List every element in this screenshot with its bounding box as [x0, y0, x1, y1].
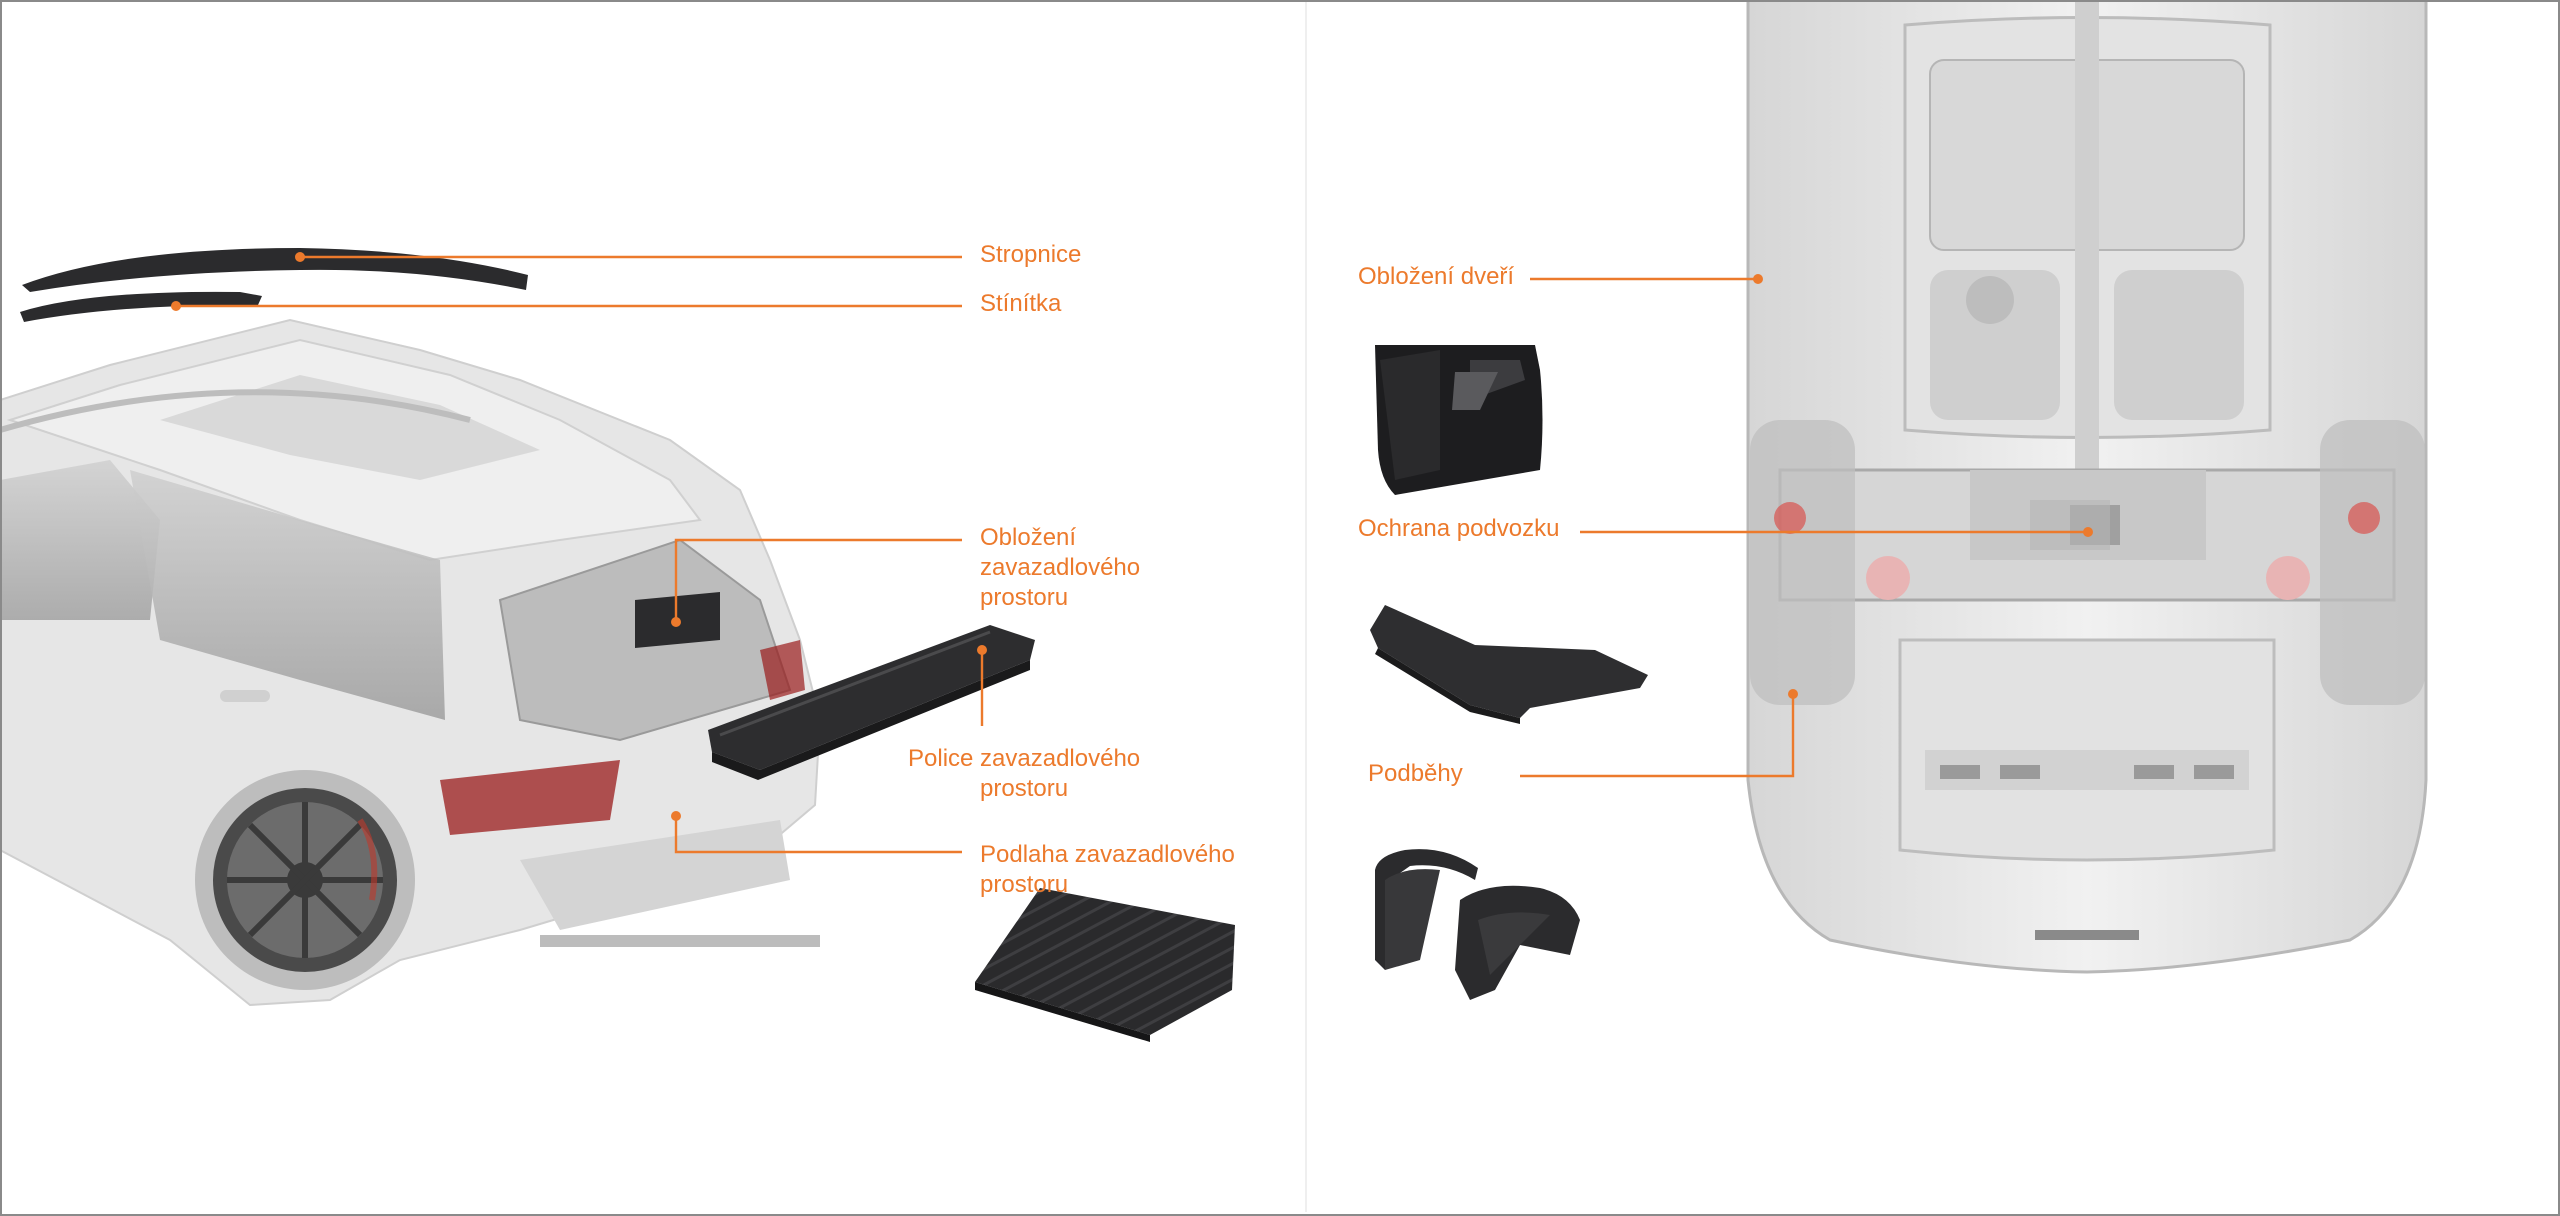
label-oblozeni-dveri: Obložení dveří — [1358, 263, 1515, 290]
leader-dots — [171, 252, 2093, 821]
car-top-xray-view-icon — [1746, 0, 2428, 974]
parcel-shelf-part-icon — [708, 625, 1035, 780]
label-podlaha-zavazadloveho-prostoru: Podlaha zavazadlového prostoru — [980, 841, 1235, 898]
trunk-floor-mat-part-icon — [975, 888, 1235, 1042]
label-podbehy: Podběhy — [1368, 760, 1463, 787]
wheel-arch-liner-part-icon — [1375, 849, 1580, 1000]
leader-lines — [176, 255, 2088, 854]
label-ochrana-podvozku: Ochrana podvozku — [1358, 515, 1560, 542]
headliner-part-icon — [22, 248, 528, 292]
label-police-zavazadloveho-prostoru: Police zavazadlového prostoru — [908, 745, 1141, 802]
label-oblozeni-zavazadloveho-prostoru: Obložení zavazadlového prostoru — [980, 524, 1141, 611]
underbody-shield-part-icon — [1370, 605, 1648, 724]
label-stinitka: Stínítka — [980, 290, 1062, 317]
suv-rear-view-icon — [0, 318, 822, 1007]
door-panel-part-icon — [1375, 345, 1543, 495]
sun-visor-part-icon — [20, 291, 262, 322]
label-stropnice: Stropnice — [980, 241, 1082, 268]
